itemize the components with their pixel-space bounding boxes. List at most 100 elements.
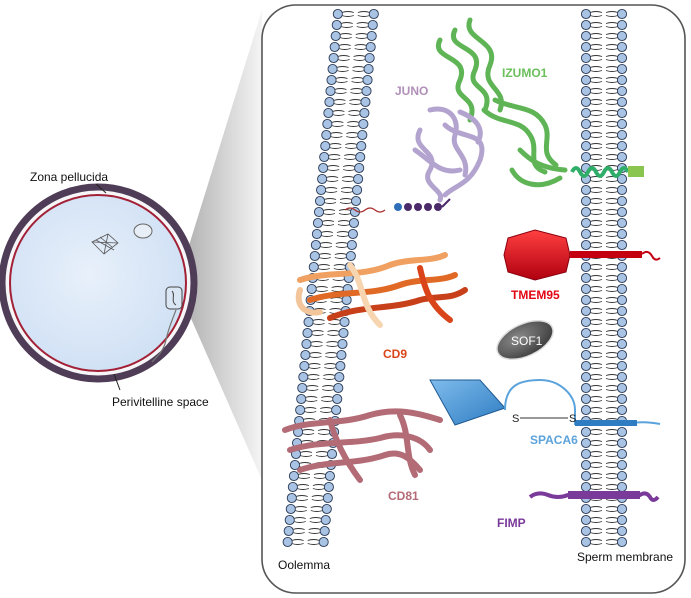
lipid-head <box>326 74 337 86</box>
lipid-head <box>580 272 592 284</box>
lipid-head <box>580 151 592 163</box>
lipid-tail <box>589 528 603 534</box>
lipid-tail <box>332 110 345 116</box>
lipid-tail <box>323 374 336 380</box>
lipid-tail <box>317 429 331 435</box>
lipid-head <box>358 118 369 130</box>
lipid-head <box>318 536 329 548</box>
lipid-head <box>320 514 331 526</box>
sof1-protein <box>496 319 554 361</box>
lipid-head <box>616 470 628 482</box>
lipid-tail <box>323 198 337 204</box>
lipid-tail <box>345 143 358 149</box>
lipid-tail <box>350 88 363 94</box>
tmem95-tm-segment <box>570 251 642 258</box>
lipid-head <box>616 316 628 328</box>
tmem95-ectodomain <box>503 229 571 281</box>
lipid-tail <box>354 44 367 50</box>
lipid-tail <box>301 429 315 435</box>
lipid-head <box>317 173 328 185</box>
lipid-tail <box>308 363 321 369</box>
lipid-head <box>323 107 334 119</box>
lipid-head <box>322 118 333 130</box>
lipid-head <box>331 404 342 416</box>
lipid-head <box>616 283 628 295</box>
lipid-tail <box>605 154 619 160</box>
lipid-tail <box>589 88 603 94</box>
zoom-cone <box>182 10 262 480</box>
lipid-head <box>296 393 307 405</box>
lipid-head <box>580 349 592 361</box>
lipid-head <box>356 140 367 152</box>
lipid-head <box>616 459 628 471</box>
lipid-tail <box>343 165 356 171</box>
lipid-head <box>580 140 592 152</box>
lipid-tail <box>589 462 603 468</box>
lipid-head <box>325 85 336 97</box>
lipid-tail <box>341 176 355 182</box>
lipid-head <box>616 129 628 141</box>
lipid-head <box>580 85 592 97</box>
lipid-tail <box>605 286 619 292</box>
lipid-head <box>580 393 592 405</box>
lipid-tail <box>331 121 344 127</box>
izumo1-tm-helix <box>570 166 644 178</box>
izumo1-protein <box>435 17 568 188</box>
lipid-tail <box>338 44 351 50</box>
lipid-tail <box>589 220 603 226</box>
lipid-tail <box>589 396 603 402</box>
cd81-label: CD81 <box>388 489 419 503</box>
lipid-head <box>295 404 306 416</box>
spaca6-label: SPACA6 <box>530 433 578 447</box>
lipid-tail <box>589 330 603 336</box>
lipid-tail <box>589 319 603 325</box>
lipid-tail <box>589 517 603 523</box>
lipid-tail <box>605 396 619 402</box>
sperm-membrane-label: Sperm membrane <box>577 550 673 564</box>
lipid-head <box>302 327 313 339</box>
lipid-head <box>319 151 330 163</box>
lipid-head <box>616 525 628 537</box>
lipid-tail <box>589 363 603 369</box>
lipid-head <box>580 96 592 108</box>
lipid-tail <box>589 77 603 83</box>
lipid-tail <box>315 451 329 457</box>
lipid-head <box>616 382 628 394</box>
lipid-head <box>357 129 368 141</box>
lipid-head <box>580 118 592 130</box>
lipid-tail <box>605 341 619 347</box>
lipid-head <box>360 96 371 108</box>
lipid-head <box>314 195 326 207</box>
lipid-head <box>616 63 628 75</box>
lipid-tail <box>305 396 318 402</box>
lipid-tail <box>589 187 603 193</box>
lipid-head <box>309 250 320 262</box>
lipid-tail <box>605 407 619 413</box>
lipid-tail <box>605 121 619 127</box>
lipid-head <box>616 261 628 273</box>
lipid-head <box>580 107 592 119</box>
lipid-head <box>306 283 317 295</box>
lipid-tail <box>309 517 322 523</box>
lipid-head <box>310 239 321 251</box>
lipid-tail <box>589 440 603 446</box>
lipid-tail <box>605 462 619 468</box>
lipid-head <box>321 503 332 515</box>
lipid-head <box>580 404 592 416</box>
lipid-tail <box>312 484 326 490</box>
lipid-head <box>616 118 628 130</box>
lipid-tail <box>336 231 350 237</box>
lipid-head <box>616 404 628 416</box>
lipid-tail <box>322 385 335 391</box>
lipid-head <box>330 30 341 42</box>
lipid-head <box>320 140 331 152</box>
lipid-tail <box>304 407 317 413</box>
lipid-head <box>616 272 628 284</box>
lipid-tail <box>299 451 313 457</box>
lipid-tail <box>335 242 349 248</box>
lipid-head <box>324 470 335 482</box>
sof1-label: SOF1 <box>511 334 543 348</box>
lipid-head <box>616 448 628 460</box>
lipid-head <box>616 217 628 229</box>
